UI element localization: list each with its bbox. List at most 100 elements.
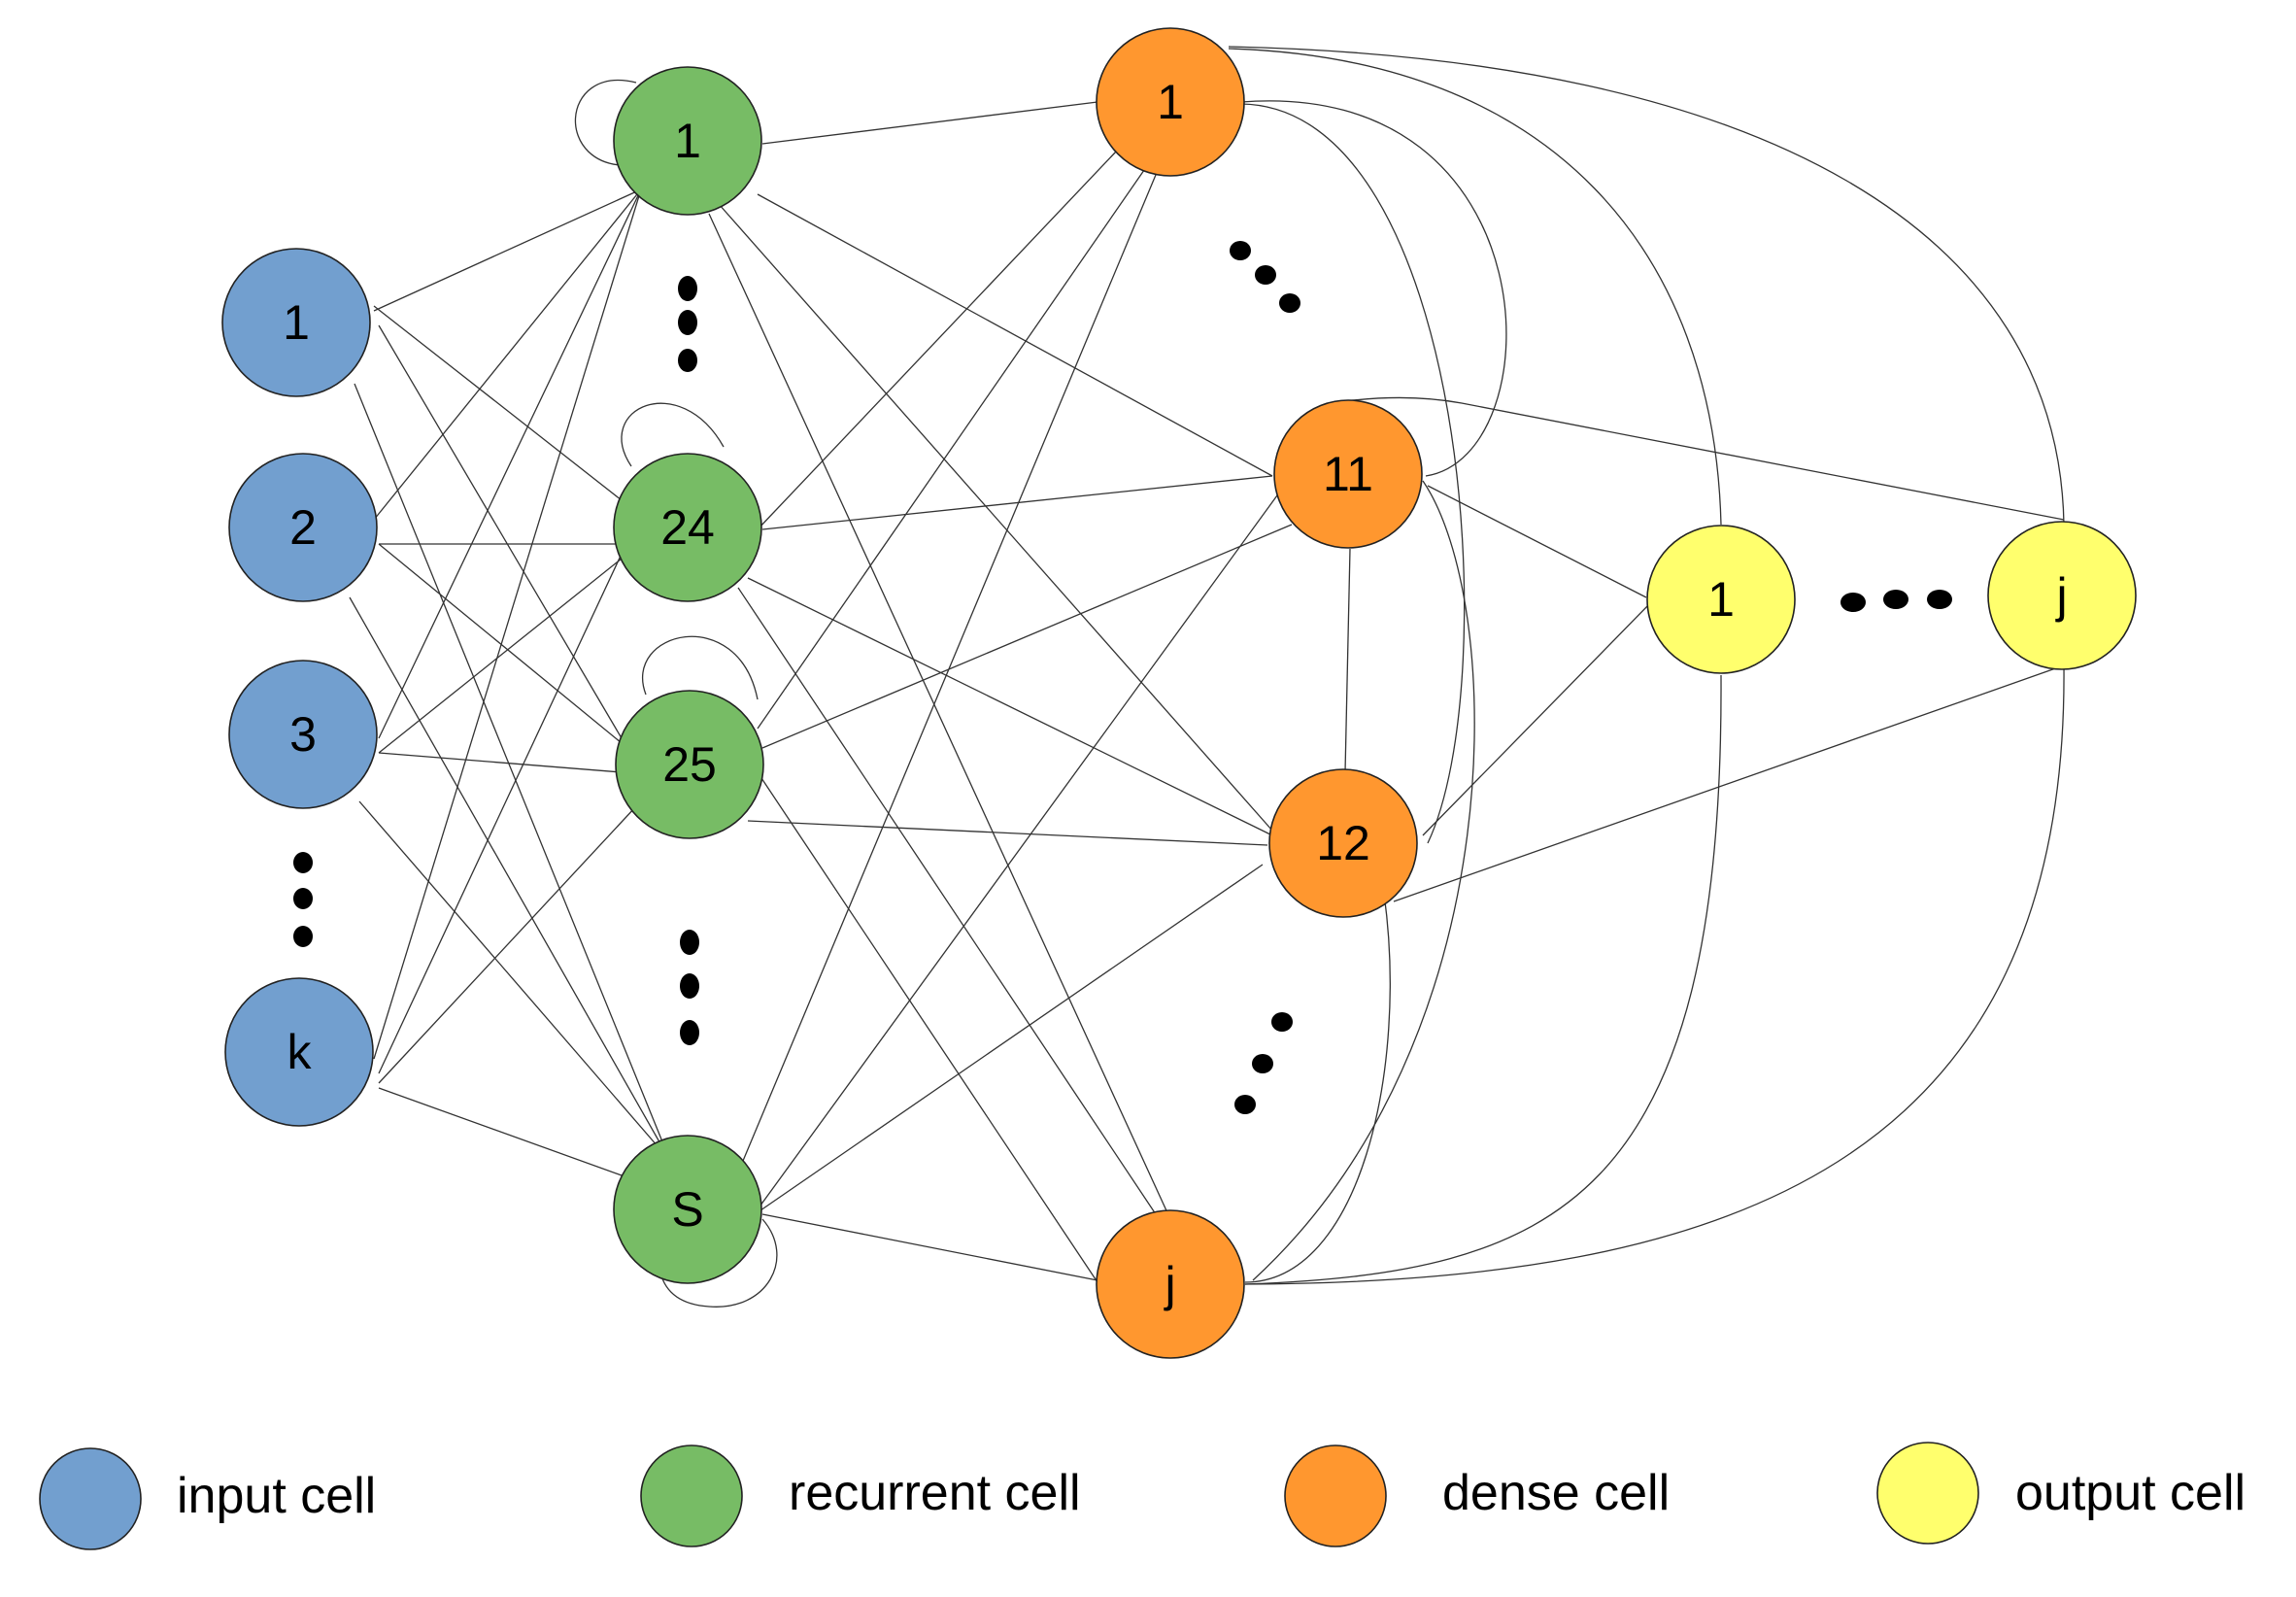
ellipsis-dot (1252, 1054, 1273, 1073)
ellipsis-dot (680, 973, 699, 999)
output-node: 1 (1646, 525, 1796, 674)
input-node-label: 3 (289, 707, 317, 762)
input-node-circle (228, 660, 378, 809)
nodes: 1 2 3 k 1 24 25 S (221, 27, 2137, 1359)
input-node-label: k (287, 1025, 313, 1079)
ellipsis-dot (293, 926, 313, 947)
edge (737, 587, 1166, 1230)
recurrent-node-circle (613, 453, 762, 602)
legend-swatch-input (39, 1447, 142, 1550)
edge (708, 213, 1171, 1220)
dense-node-label: j (1163, 1257, 1175, 1311)
edge (1228, 48, 1722, 526)
edge (373, 188, 642, 521)
output-node-circle (1987, 521, 2137, 670)
edge (378, 188, 642, 739)
recurrent-node-label: 24 (660, 500, 715, 555)
recurrent-node-label: 1 (674, 114, 701, 168)
recurrent-node: 25 (615, 690, 764, 839)
edge (378, 752, 623, 773)
edge (1244, 893, 1391, 1283)
edge (378, 805, 637, 1084)
edge (761, 475, 1273, 530)
legend-label-recurrent: recurrent cell (789, 1465, 1081, 1521)
ellipsis-dot (1883, 590, 1908, 609)
input-node-circle (224, 977, 374, 1127)
self-loop (659, 1218, 778, 1308)
ellipsis-dot (678, 310, 697, 335)
recurrent-node-circle (613, 1135, 762, 1284)
edge (1240, 100, 1507, 477)
edge (378, 1087, 623, 1176)
edge (757, 150, 1118, 530)
edge (761, 101, 1098, 145)
input-node-circle (228, 453, 378, 602)
edge (373, 188, 642, 312)
output-node-label: 1 (1707, 572, 1735, 627)
legend-item-recurrent: recurrent cell (640, 1444, 1081, 1547)
ellipsis-dot (1927, 590, 1952, 609)
dense-node: 11 (1273, 399, 1423, 549)
recurrent-node: S (613, 1135, 762, 1284)
ellipsis-dot (1230, 241, 1251, 260)
dense-node-label: 12 (1316, 816, 1370, 870)
edge (358, 800, 671, 1162)
dense-node: 12 (1268, 768, 1418, 918)
input-node: 3 (228, 660, 378, 809)
dense-node-circle (1268, 768, 1418, 918)
legend-label-output: output cell (2015, 1465, 2245, 1521)
dense-node-circle (1096, 1209, 1245, 1359)
ellipsis-dot (678, 349, 697, 372)
self-loop (642, 635, 759, 700)
recurrent-node-circle (613, 66, 762, 216)
ellipsis-dot (1234, 1095, 1256, 1114)
edge (757, 494, 1278, 1210)
legend-swatch-dense (1284, 1444, 1387, 1547)
connections (349, 46, 2065, 1308)
edge (761, 1213, 1098, 1281)
ellipsis-dot (293, 852, 313, 873)
input-node-circle (221, 248, 371, 397)
dense-node-circle (1096, 27, 1245, 177)
ellipsis-dot (678, 276, 697, 301)
input-node-label: 1 (283, 295, 310, 350)
edge (1244, 674, 1722, 1285)
edge (378, 558, 623, 754)
dense-node-label: 1 (1157, 75, 1184, 129)
edge (378, 543, 623, 744)
legend-label-dense: dense cell (1442, 1465, 1670, 1521)
edge (373, 305, 623, 501)
output-node: j (1987, 521, 2137, 670)
dense-node: 1 (1096, 27, 1245, 177)
legend-swatch-output (1876, 1442, 1979, 1545)
edge (1344, 548, 1351, 773)
edge (349, 596, 671, 1162)
ellipsis-dot (1279, 293, 1300, 313)
edge (1344, 396, 2065, 521)
edge (378, 553, 623, 1074)
output-node-circle (1646, 525, 1796, 674)
edge (1393, 664, 2065, 902)
ellipsis-dot (293, 888, 313, 909)
ellipsis-dot (680, 1020, 699, 1045)
recurrent-node-circle (615, 690, 764, 839)
edge (1422, 601, 1652, 836)
recurrent-node: 24 (613, 453, 762, 602)
input-node: k (224, 977, 374, 1127)
output-node-label: j (2054, 568, 2067, 623)
edge (1427, 485, 1647, 598)
ellipsis-dot (1255, 265, 1276, 285)
edge (757, 771, 1098, 1283)
dense-node-circle (1273, 399, 1423, 549)
legend-item-output: output cell (1876, 1442, 2245, 1545)
recurrent-node: 1 (613, 66, 762, 216)
edge (747, 577, 1273, 836)
edge (747, 864, 1264, 1220)
edge (757, 159, 1152, 730)
edge (757, 193, 1273, 477)
dense-node-label: 11 (1323, 447, 1373, 501)
edge (718, 203, 1273, 832)
ellipsis-dot (1271, 1012, 1293, 1032)
legend: input cell recurrent cell dense cell out… (39, 1442, 2245, 1550)
